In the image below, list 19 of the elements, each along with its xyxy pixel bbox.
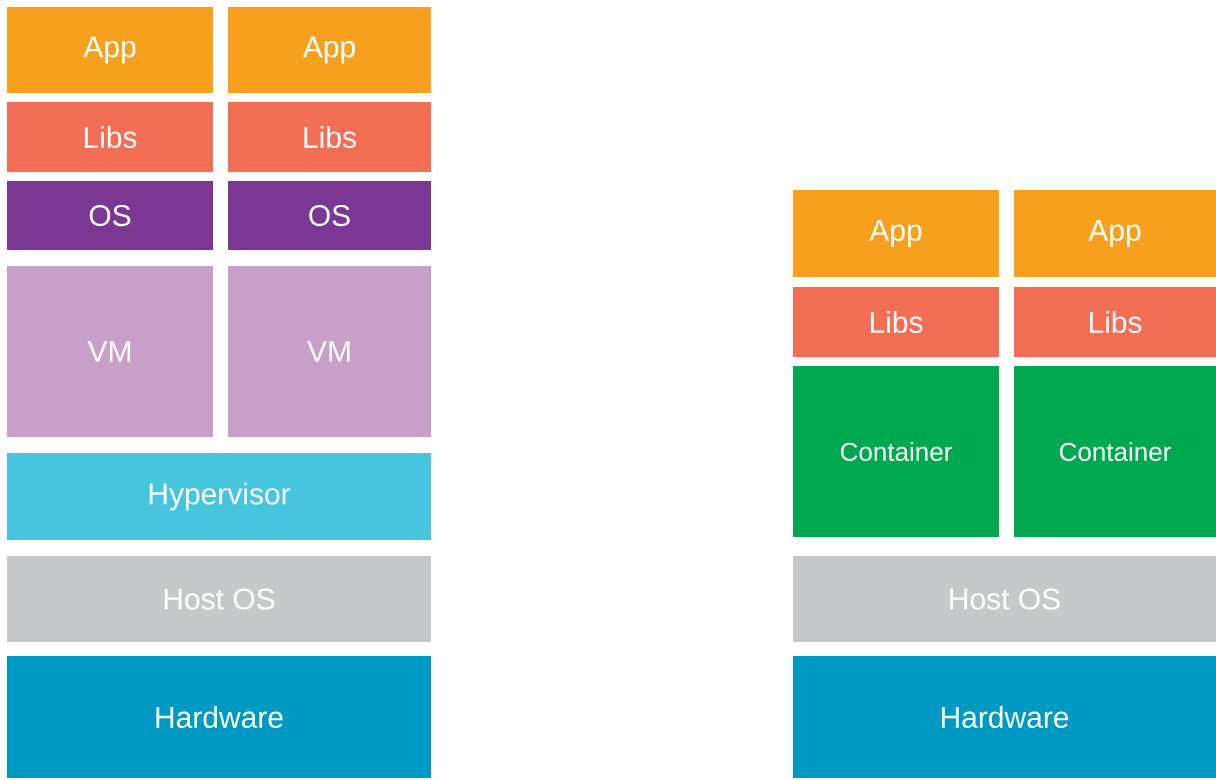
app-layer-box: App [228, 7, 431, 93]
app-layer-box: App [1014, 190, 1216, 277]
hypervisor-layer-box: Hypervisor [7, 453, 431, 540]
hardware-layer-box: Hardware [793, 656, 1216, 778]
os-layer-box: OS [228, 181, 431, 250]
host-os-layer-box: Host OS [793, 556, 1216, 642]
app-layer-box: App [793, 190, 999, 277]
libs-layer-box: Libs [228, 102, 431, 172]
vm-layer-box: VM [7, 266, 213, 437]
app-layer-box: App [7, 7, 213, 93]
libs-layer-box: Libs [1014, 287, 1216, 357]
os-layer-box: OS [7, 181, 213, 250]
host-os-layer-box: Host OS [7, 556, 431, 642]
container-layer-box: Container [1014, 366, 1216, 537]
hardware-layer-box: Hardware [7, 656, 431, 778]
libs-layer-box: Libs [793, 287, 999, 357]
container-layer-box: Container [793, 366, 999, 537]
libs-layer-box: Libs [7, 102, 213, 172]
vm-layer-box: VM [228, 266, 431, 437]
